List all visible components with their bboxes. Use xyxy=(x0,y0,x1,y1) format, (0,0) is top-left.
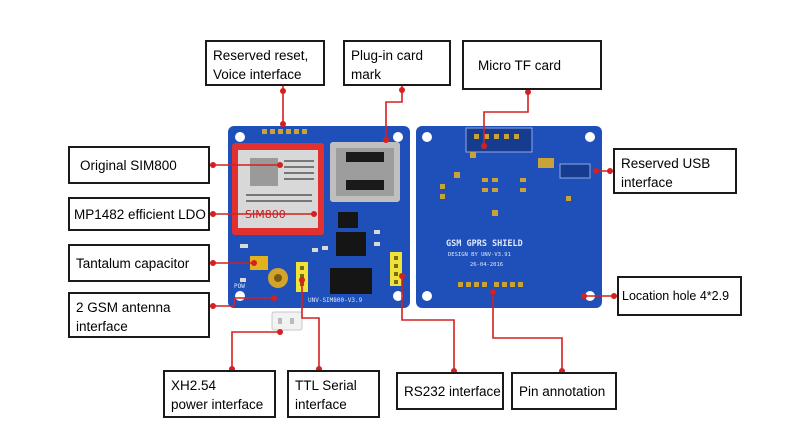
sim-contact xyxy=(346,180,384,190)
label-tantalum-text: Tantalum capacitor xyxy=(76,255,190,271)
mount-hole xyxy=(235,291,245,301)
label-tantalum: Tantalum capacitor xyxy=(68,244,210,282)
leader-rs232 xyxy=(401,276,455,374)
label-micro-tf: Micro TF card xyxy=(462,40,602,90)
label-pin-annotation: Pin annotation xyxy=(511,372,617,410)
leader-pin-annotation xyxy=(492,292,563,374)
mount-hole xyxy=(585,132,595,142)
label-gsm-antenna: 2 GSM antenna interface xyxy=(68,292,210,338)
leader-xh254 xyxy=(231,331,280,372)
smd-components xyxy=(240,230,380,282)
label-reserved-reset-line1: Reserved reset, xyxy=(213,48,309,63)
label-gsm-antenna-line2: interface xyxy=(76,319,128,334)
label-micro-tf-text: Micro TF card xyxy=(478,57,562,73)
label-location-hole: Location hole 4*2.9 xyxy=(617,276,742,316)
label-plugin-card-line1: Plug-in card xyxy=(351,48,424,63)
pin-annotation-pads xyxy=(458,282,523,287)
tantalum-capacitor xyxy=(250,256,268,270)
leader-plugin-card xyxy=(385,86,403,140)
leader-micro-tf xyxy=(483,90,529,146)
ldo-chip xyxy=(338,212,358,228)
label-ttl-serial: TTL Serial interface xyxy=(287,370,380,418)
label-reserved-usb-line1: Reserved USB xyxy=(621,156,711,171)
label-reserved-usb: Reserved USB interface xyxy=(613,148,737,194)
rs232-header xyxy=(390,252,402,286)
mount-hole xyxy=(422,132,432,142)
label-xh254: XH2.54 power interface xyxy=(163,370,276,418)
top-header-pins xyxy=(262,129,307,134)
label-xh254-line1: XH2.54 xyxy=(171,378,217,393)
board-date: 26-04-2016 xyxy=(470,262,503,268)
inductor xyxy=(336,232,366,256)
label-original-sim-text: Original SIM800 xyxy=(80,157,177,173)
front-model-silk: UNV-SIM800-V3.9 xyxy=(308,297,363,304)
label-reserved-reset-line2: Voice interface xyxy=(213,67,302,82)
back-board: GSM GPRS SHIELD DESIGN BY UNV-V3.91 26-0… xyxy=(416,126,602,308)
mount-hole xyxy=(422,291,432,301)
micro-tf-slot xyxy=(465,127,533,153)
sim-contact xyxy=(346,152,384,162)
label-rs232-text: RS232 interface xyxy=(404,383,501,399)
xh254-connector xyxy=(271,311,303,331)
mount-hole xyxy=(393,132,403,142)
leader-ttl-serial xyxy=(301,280,320,372)
mount-hole xyxy=(393,291,403,301)
label-xh254-line2: power interface xyxy=(171,397,264,412)
usb-pads xyxy=(538,158,554,168)
label-pin-annotation-text: Pin annotation xyxy=(519,383,606,399)
label-ttl-serial-line1: TTL Serial xyxy=(295,378,357,393)
design-by: DESIGN BY UNV-V3.91 xyxy=(448,252,511,258)
mount-hole xyxy=(235,132,245,142)
front-board: SIM800 POW UNV-SIM800-V3. xyxy=(228,126,410,331)
max232-chip xyxy=(330,268,372,294)
back-pads xyxy=(440,152,571,216)
label-plugin-card: Plug-in card mark xyxy=(343,40,451,86)
label-rs232: RS232 interface xyxy=(396,372,504,410)
label-mp1482-text: MP1482 efficient LDO xyxy=(74,206,206,222)
back-pcb xyxy=(416,126,602,308)
label-mp1482: MP1482 efficient LDO xyxy=(68,197,210,231)
label-plugin-card-line2: mark xyxy=(351,67,381,82)
label-ttl-serial-line2: interface xyxy=(295,397,347,412)
qr-code xyxy=(250,158,278,186)
leader-gsm-antenna xyxy=(210,297,274,307)
label-location-hole-text: Location hole 4*2.9 xyxy=(622,288,730,303)
module-text-lines xyxy=(246,160,314,202)
label-original-sim: Original SIM800 xyxy=(68,146,210,184)
shield-title: GSM GPRS SHIELD xyxy=(446,239,523,249)
label-reserved-reset: Reserved reset, Voice interface xyxy=(205,40,325,86)
label-reserved-usb-line2: interface xyxy=(621,175,673,190)
label-gsm-antenna-line1: 2 GSM antenna xyxy=(76,300,171,315)
power-mark: POW xyxy=(234,283,245,290)
